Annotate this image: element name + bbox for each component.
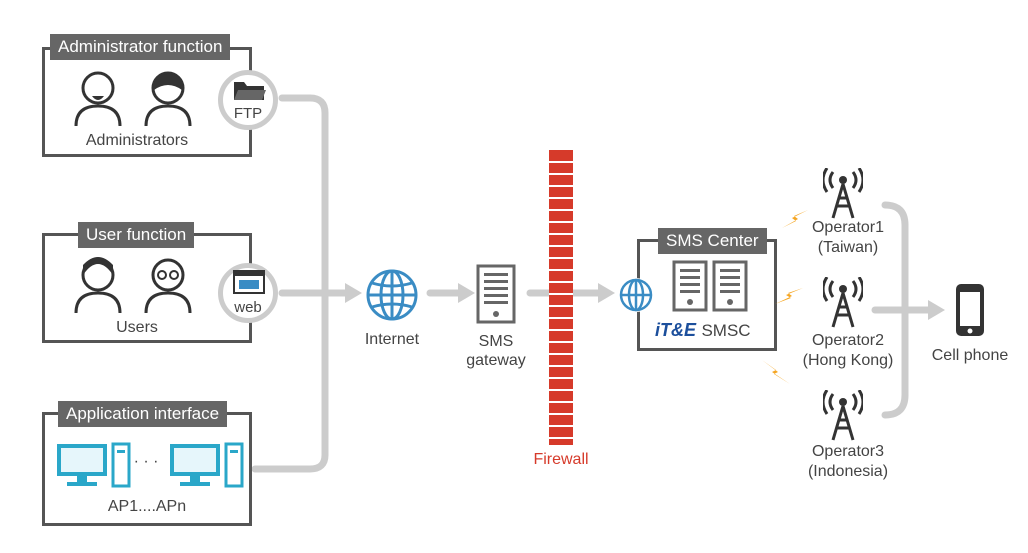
cell-phone-icon — [956, 284, 984, 336]
globe-icon — [619, 278, 653, 312]
ellipsis: · · · — [133, 453, 159, 470]
server-rack-icon — [672, 260, 748, 312]
lightning-icon — [775, 288, 803, 304]
internet-label: Internet — [364, 331, 420, 348]
cell-tower-icon — [823, 390, 863, 441]
ftp-circle — [218, 70, 278, 130]
server-icon — [476, 264, 516, 324]
folder-icon — [234, 82, 266, 100]
cell-tower-icon — [823, 277, 863, 328]
operator2-region: (Hong Kong) — [802, 352, 894, 369]
firewall-icon — [549, 150, 573, 445]
ftp-label: FTP — [233, 105, 263, 122]
computer-icon — [170, 442, 244, 488]
admin-function-title: Administrator function — [50, 34, 231, 60]
operator2-name: Operator2 — [811, 332, 885, 349]
operator1-name: Operator1 — [811, 219, 885, 236]
cell-phone-label: Cell phone — [931, 347, 1009, 364]
lightning-icon — [762, 360, 790, 384]
sms-center-title: SMS Center — [658, 228, 767, 254]
administrators-label: Administrators — [85, 132, 189, 149]
firewall-label: Firewall — [533, 451, 589, 468]
arrow-head — [928, 300, 945, 320]
administrators-icon — [74, 71, 192, 127]
computer-icon — [57, 442, 131, 488]
ite-logo: iT&E — [655, 320, 697, 340]
arrow-head — [345, 283, 362, 303]
lightning-icon — [782, 210, 808, 228]
users-label: Users — [116, 319, 158, 336]
globe-icon — [366, 269, 418, 321]
browser-window-icon — [233, 270, 265, 294]
ap-label: AP1....APn — [107, 498, 187, 515]
gateway-label-line1: SMS — [478, 333, 514, 350]
user-function-title: User function — [78, 222, 195, 248]
smsc-label: SMSC — [701, 321, 751, 340]
operator1-region: (Taiwan) — [817, 239, 879, 256]
operator3-name: Operator3 — [811, 443, 885, 460]
arrow-head — [458, 283, 475, 303]
app-interface-title: Application interface — [58, 401, 228, 427]
arrow-head — [598, 283, 615, 303]
users-icon — [74, 257, 192, 314]
gateway-label-line2: gateway — [466, 352, 526, 369]
web-label: web — [234, 299, 262, 316]
cell-tower-icon — [823, 168, 863, 219]
operator3-region: (Indonesia) — [807, 463, 889, 480]
left-bus-line — [251, 94, 329, 473]
